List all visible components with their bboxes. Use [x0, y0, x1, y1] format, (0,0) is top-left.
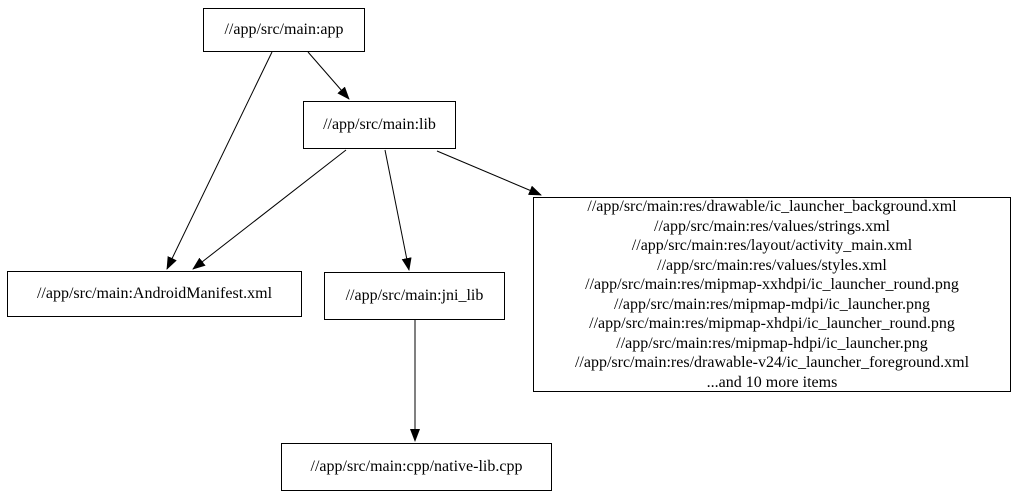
resource-item: //app/src/main:res/mipmap-xhdpi/ic_launc…	[589, 315, 955, 332]
node-native-lib-cpp: //app/src/main:cpp/native-lib.cpp	[281, 443, 552, 491]
resource-item: //app/src/main:res/drawable/ic_launcher_…	[587, 198, 957, 215]
node-app: //app/src/main:app	[203, 8, 365, 52]
node-jni-lib-label: //app/src/main:jni_lib	[345, 287, 484, 305]
resource-item: //app/src/main:res/drawable-v24/ic_launc…	[574, 354, 970, 371]
node-android-manifest: //app/src/main:AndroidManifest.xml	[7, 271, 302, 317]
resource-item: //app/src/main:res/mipmap-mdpi/ic_launch…	[614, 295, 930, 313]
edge-app-to-lib	[307, 51, 350, 100]
node-android-manifest-label: //app/src/main:AndroidManifest.xml	[36, 285, 273, 303]
node-app-label: //app/src/main:app	[224, 21, 344, 39]
resource-item: //app/src/main:res/mipmap-hdpi/ic_launch…	[616, 334, 928, 352]
node-lib: //app/src/main:lib	[303, 101, 456, 149]
resource-more-items: ...and 10 more items	[706, 373, 838, 391]
resource-item: //app/src/main:res/values/strings.xml	[654, 217, 890, 235]
resource-item: //app/src/main:res/values/styles.xml	[657, 256, 887, 274]
edge-lib-to-manifest	[192, 149, 347, 270]
resource-item: //app/src/main:res/mipmap-xxhdpi/ic_laun…	[585, 276, 959, 293]
edge-app-to-manifest	[166, 51, 273, 270]
edge-lib-to-jni-lib	[384, 149, 412, 271]
node-native-lib-cpp-label: //app/src/main:cpp/native-lib.cpp	[310, 458, 523, 476]
edge-lib-to-resources	[436, 150, 542, 196]
node-jni-lib: //app/src/main:jni_lib	[324, 272, 505, 320]
node-resources-group: //app/src/main:res/drawable/ic_launcher_…	[533, 197, 1011, 392]
resource-item: //app/src/main:res/layout/activity_main.…	[631, 237, 913, 254]
node-lib-label: //app/src/main:lib	[323, 116, 436, 134]
